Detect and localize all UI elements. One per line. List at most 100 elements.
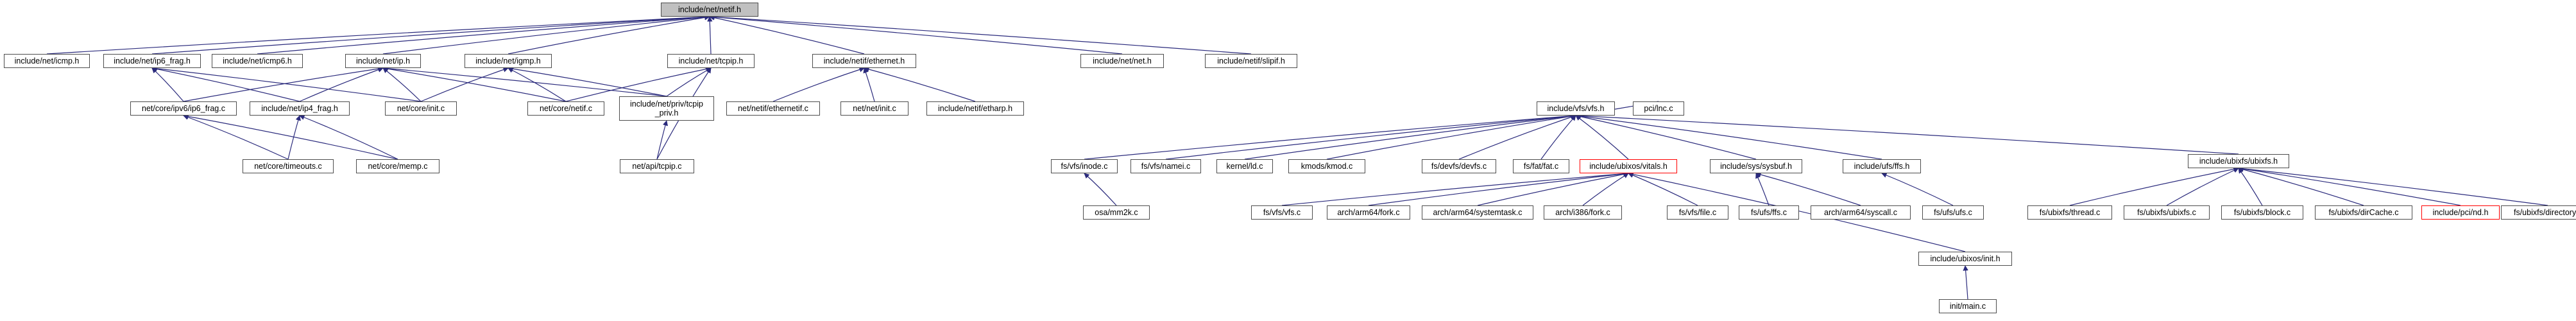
graph-node[interactable]: kmods/kmod.c [1288,159,1365,173]
graph-node[interactable]: include/netif/ethernet.h [812,54,916,68]
graph-node[interactable]: include/net/tcpip.h [667,54,755,68]
graph-edge [151,67,184,102]
graph-edge [1540,115,1576,160]
graph-node[interactable]: include/net/icmp6.h [212,54,303,68]
graph-edge [1963,265,1968,300]
graph-edge [1881,172,1954,206]
graph-edge [709,15,865,55]
graph-edge [183,65,384,102]
graph-node[interactable]: include/netif/etharp.h [926,101,1024,116]
graph-node[interactable]: fs/ufs/ffs.c [1739,205,1799,220]
graph-node[interactable]: net/net/init.c [840,101,908,116]
graph-edge [508,66,667,97]
graph-edge [709,14,1252,55]
graph-edge [709,14,1123,55]
graph-node[interactable]: fs/ubixfs/dirCache.c [2315,205,2412,220]
graph-node[interactable]: include/net/netif.h [661,3,758,17]
graph-edge [382,67,422,102]
graph-edge [772,67,865,102]
graph-node[interactable]: fs/ubixfs/thread.c [2027,205,2112,220]
graph-node[interactable]: net/core/netif.c [527,101,604,116]
graph-node[interactable]: fs/vfs/vfs.c [1251,205,1313,220]
graph-edge [382,65,667,97]
graph-node[interactable]: include/ubixfs/ubixfs.h [2188,154,2289,168]
graph-edge [151,66,300,102]
graph-node[interactable]: arch/arm64/syscall.c [1811,205,1911,220]
graph-node[interactable]: include/ufs/ffs.h [1843,159,1921,173]
graph-edge [2238,166,2364,206]
graph-node[interactable]: include/pci/nd.h [2421,205,2500,220]
graph-edge [1755,171,1861,206]
graph-edge [2069,166,2239,206]
graph-edge [864,66,976,102]
graph-node[interactable]: include/net/net.h [1080,54,1164,68]
graph-node[interactable]: include/vfs/vfs.h [1537,101,1615,116]
graph-edge [183,114,398,160]
graph-node[interactable]: include/ubixos/init.h [1918,252,2012,266]
graph-node[interactable]: include/net/ip6_frag.h [103,54,201,68]
graph-edge [46,14,710,55]
graph-edge [1165,113,1576,160]
graph-edge [299,67,384,102]
graph-node[interactable]: include/net/ip4_frag.h [250,101,350,116]
graph-edge [1755,173,1770,206]
graph-edge [287,115,301,160]
graph-edge [1582,173,1629,206]
graph-edge [707,16,713,55]
graph-node[interactable]: fs/ubixfs/directory.c [2501,205,2576,220]
graph-node[interactable]: arch/arm64/fork.c [1327,205,1410,220]
graph-edge [1326,114,1576,160]
graph-edge [1477,171,1629,206]
graph-node[interactable]: fs/ufs/ufs.c [1922,205,1984,220]
graph-node[interactable]: fs/ubixfs/ubixfs.c [2124,205,2210,220]
graph-edge [1084,173,1117,206]
graph-node[interactable]: fs/vfs/inode.c [1051,159,1118,173]
graph-node[interactable]: include/ubixos/vitals.h [1580,159,1677,173]
graph-edge [1281,171,1629,206]
graph-edge [2238,166,2461,206]
graph-edge [2238,168,2263,206]
graph-edge [151,65,422,102]
graph-node[interactable]: include/net/icmp.h [4,54,90,68]
graph-node[interactable]: arch/arm64/systemtask.c [1422,205,1533,220]
graph-edge [1368,171,1629,206]
graph-node[interactable]: fs/vfs/file.c [1667,205,1728,220]
graph-node[interactable]: fs/vfs/namei.c [1130,159,1201,173]
graph-edge [656,120,669,160]
graph-node[interactable]: include/net/ip.h [345,54,421,68]
graph-node[interactable]: net/core/timeouts.c [243,159,334,173]
graph-node[interactable]: net/api/tcpip.c [620,159,694,173]
graph-edge [1575,113,2239,155]
graph-node[interactable]: fs/ubixfs/block.c [2221,205,2303,220]
graph-edge [420,67,509,102]
graph-edge [508,67,567,102]
graph-edge [1628,173,1698,206]
graph-node[interactable]: kernel/ld.c [1216,159,1273,173]
graph-node[interactable]: include/net/priv/tcpip _priv.h [619,96,714,121]
graph-node[interactable]: net/core/ipv6/ip6_frag.c [130,101,237,116]
graph-node[interactable]: arch/i386/fork.c [1544,205,1622,220]
graph-edge [1575,114,1757,160]
graph-edge [1458,114,1576,160]
graph-edge [382,66,567,102]
graph-edge [2166,168,2239,206]
graph-node[interactable]: net/netif/ethernetif.c [726,101,820,116]
graph-node[interactable]: include/net/igmp.h [465,54,552,68]
graph-edge [863,67,875,102]
graph-node[interactable]: include/netif/slipif.h [1205,54,1297,68]
graph-edge [257,14,710,55]
graph-node[interactable]: net/core/memp.c [356,159,439,173]
graph-node[interactable]: pci/lnc.c [1633,101,1684,116]
graph-node[interactable]: net/core/init.c [385,101,457,116]
graph-edge [151,14,710,55]
graph-edge [1244,113,1576,160]
graph-node[interactable]: fs/fat/fat.c [1513,159,1569,173]
graph-node[interactable]: fs/devfs/devfs.c [1422,159,1496,173]
graph-edge [299,114,398,160]
graph-node[interactable]: include/sys/sysbuf.h [1710,159,1802,173]
graph-node[interactable]: osa/mm2k.c [1083,205,1150,220]
graph-node[interactable]: init/main.c [1939,299,1997,313]
graph-edge [1575,113,1882,160]
graph-edge [666,67,712,97]
